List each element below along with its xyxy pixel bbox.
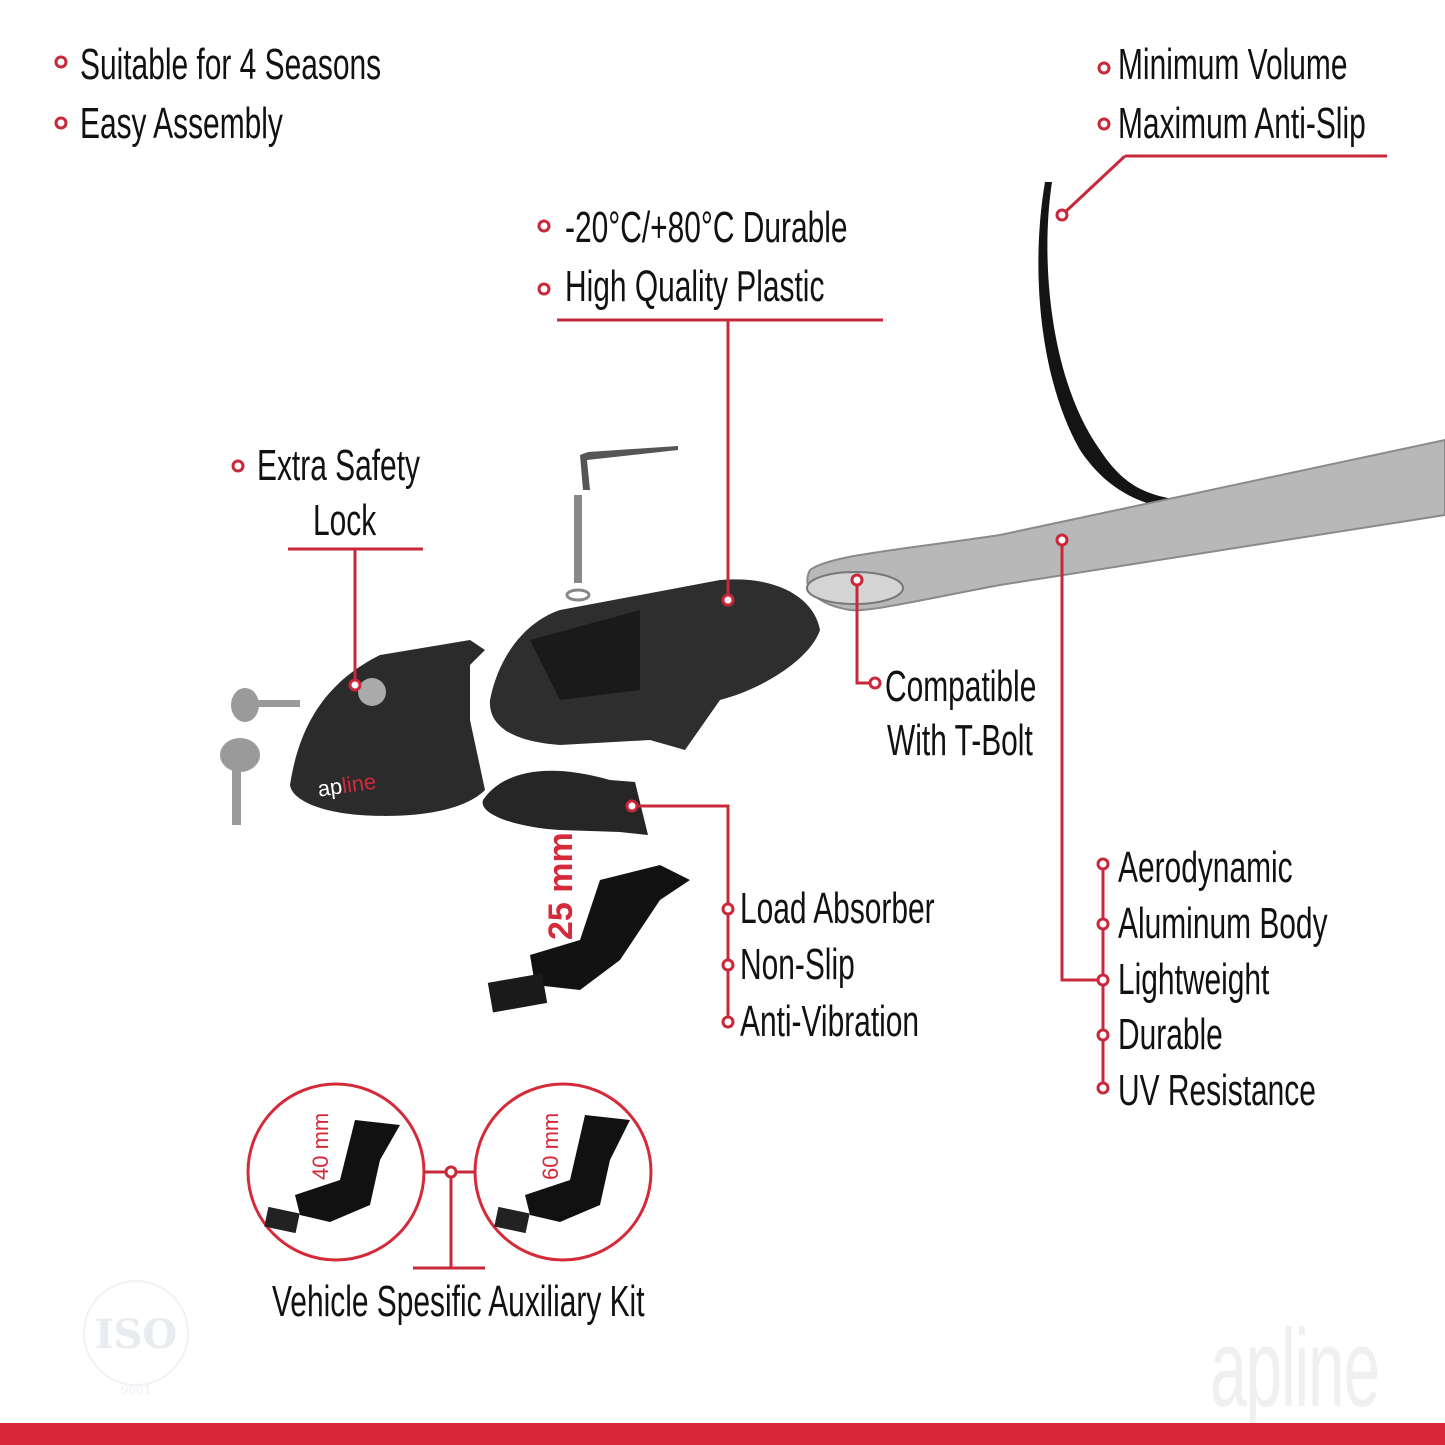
feature-minimum-volume: Minimum Volume bbox=[1118, 40, 1348, 89]
bullet-dots bbox=[54, 55, 1111, 1179]
feature-tbolt-1: Compatible bbox=[885, 662, 1037, 711]
feature-anti-slip: Maximum Anti-Slip bbox=[1118, 99, 1366, 148]
keys-icon bbox=[220, 688, 300, 825]
foot-cover bbox=[489, 579, 820, 750]
allen-key bbox=[580, 446, 678, 490]
kit-circle-60mm bbox=[473, 1082, 653, 1262]
iso-watermark: ISO 9001 bbox=[78, 1278, 194, 1394]
feature-durable: Durable bbox=[1118, 1010, 1223, 1059]
svg-text:ISO: ISO bbox=[95, 1311, 177, 1358]
feature-aerodynamic: Aerodynamic bbox=[1118, 843, 1293, 892]
feature-non-slip: Non-Slip bbox=[740, 940, 855, 989]
apline-watermark: apline bbox=[1210, 1307, 1380, 1430]
feature-uv-resistance: UV Resistance bbox=[1118, 1066, 1316, 1115]
load-absorber-pad bbox=[482, 770, 648, 835]
callout-lines bbox=[288, 154, 1387, 1270]
feature-lightweight: Lightweight bbox=[1118, 955, 1270, 1004]
bottom-accent-bar bbox=[0, 1423, 1445, 1445]
kit-label: Vehicle Spesific Auxiliary Kit bbox=[272, 1277, 645, 1326]
feature-plastic: High Quality Plastic bbox=[565, 262, 825, 311]
feature-aluminum-body: Aluminum Body bbox=[1118, 899, 1328, 948]
feature-temperature: -20°C/+80°C Durable bbox=[565, 203, 848, 252]
feature-tbolt-2: With T-Bolt bbox=[887, 716, 1033, 765]
kit-size-60mm: 60 mm bbox=[538, 1113, 563, 1180]
svg-text:9001: 9001 bbox=[121, 1383, 152, 1394]
bolt bbox=[574, 495, 582, 583]
feature-safety-lock-1: Extra Safety bbox=[257, 441, 420, 490]
adapter-pad-25mm bbox=[530, 865, 690, 990]
feature-anti-vibration: Anti-Vibration bbox=[740, 997, 920, 1046]
aluminum-bar bbox=[806, 438, 1445, 612]
feature-safety-lock-2: Lock bbox=[313, 496, 377, 545]
lock-foot bbox=[290, 640, 485, 816]
feature-easy-assembly: Easy Assembly bbox=[80, 99, 283, 148]
pad-size-label: 25 mm bbox=[542, 832, 580, 940]
kit-circle-40mm bbox=[246, 1082, 426, 1262]
feature-load-absorber: Load Absorber bbox=[740, 884, 935, 933]
kit-size-40mm: 40 mm bbox=[308, 1113, 333, 1180]
feature-four-seasons: Suitable for 4 Seasons bbox=[80, 40, 382, 89]
